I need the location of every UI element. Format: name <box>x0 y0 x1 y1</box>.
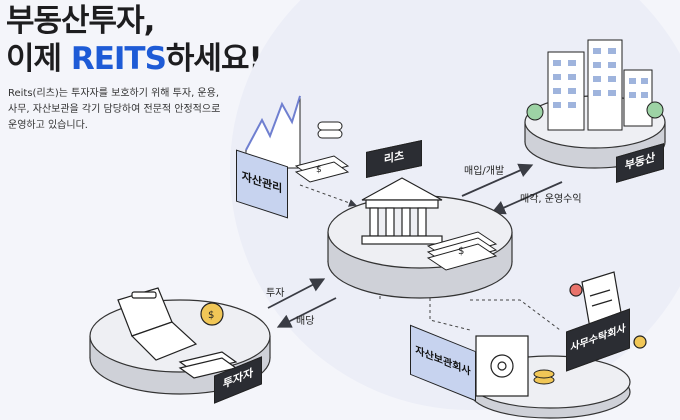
safe-icon <box>475 335 529 397</box>
headline-highlight: REITS <box>70 41 167 77</box>
label-dividend: 배당 <box>296 316 315 327</box>
headline-suffix: 하세요! <box>165 41 263 77</box>
description-line3: 운영하고 있습니다. <box>8 120 88 131</box>
headline-line2: 이제 REITS하세요! <box>6 40 263 78</box>
buildings-icon <box>526 39 664 131</box>
label-invest: 투자 <box>266 288 285 299</box>
svg-text:$: $ <box>208 310 214 321</box>
description-line2: 사무, 자산보관을 각기 담당하여 전문적 안정적으로 <box>8 104 221 115</box>
label-purchase-develop: 매입/개발 <box>464 166 505 177</box>
bank-building-icon <box>361 177 443 245</box>
arrow-sale <box>490 181 563 215</box>
arrow-invest <box>267 278 326 309</box>
label-sale-revenue: 매각, 운영수익 <box>520 194 582 205</box>
arrow-dividend <box>276 297 337 328</box>
arrow-purchase <box>461 163 534 197</box>
headline-prefix: 이제 <box>6 41 71 77</box>
description-line1: Reits(리츠)는 투자자를 보호하기 위해 투자, 운용, <box>8 88 220 99</box>
description: Reits(리츠)는 투자자를 보호하기 위해 투자, 운용, 사무, 자산보관… <box>8 86 258 134</box>
flow-arrows <box>267 163 563 328</box>
money-stack-icon: $ <box>426 231 498 271</box>
svg-text:$: $ <box>458 246 464 257</box>
briefcase-icon: $ <box>117 287 238 379</box>
headline-line1: 부동산투자, <box>6 3 155 39</box>
coins-icon <box>533 369 555 385</box>
svg-text:$: $ <box>316 165 322 175</box>
